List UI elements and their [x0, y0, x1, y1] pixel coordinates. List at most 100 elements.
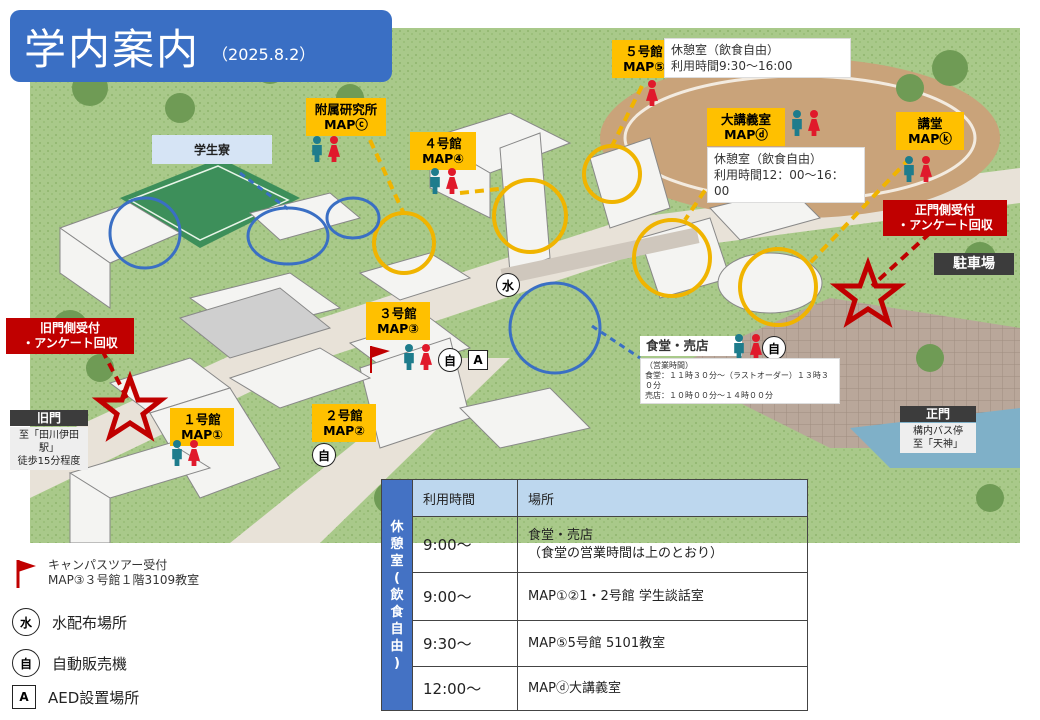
lecture-hall-circle	[632, 218, 712, 298]
vending-machine-icon: 自	[12, 649, 40, 677]
schedule-time: 9:00～	[412, 572, 518, 621]
page-date: （2025.8.2）	[212, 45, 316, 64]
aed-icon: A	[468, 350, 488, 370]
building-map-number: MAP①	[181, 427, 223, 442]
female-toilet-icon	[187, 440, 201, 466]
info-line: 利用時間9:30〜16:00	[671, 59, 793, 73]
table-row: 9:00～ MAP①②1・2号館 学生談話室	[382, 572, 808, 621]
reception-line: ・アンケート回収	[22, 336, 118, 350]
building-map-number: MAPⓒ	[324, 117, 368, 132]
building-map-number: MAP②	[323, 423, 365, 438]
vending-machine-icon: 自	[438, 348, 462, 372]
info-line: 休憩室（飲食自由）	[714, 152, 823, 166]
gate-note-line: 至「田川伊田駅」	[19, 430, 79, 454]
toilet-icons-5	[645, 80, 659, 106]
male-toilet-icon	[732, 334, 746, 360]
building-name: １号館	[183, 412, 221, 427]
legend-text: AED設置場所	[48, 688, 140, 707]
female-toilet-icon	[919, 156, 933, 182]
legend-item-tour: キャンパスツアー受付 MAP③３号館１階3109教室	[12, 558, 199, 588]
dorm-label: 学生寮	[152, 135, 272, 164]
male-toilet-icon	[402, 344, 416, 370]
building-label-1: １号館 MAP①	[170, 408, 234, 446]
tour-flag-icon	[370, 346, 390, 373]
legend-item-water: 水 水配布場所	[12, 608, 127, 636]
info-line: 休憩室（飲食自由）	[671, 43, 780, 57]
legend-item-vending: 自 自動販売機	[12, 649, 127, 677]
lecture-rest-info: 休憩室（飲食自由） 利用時間12：00〜16：00	[707, 147, 865, 203]
schedule-place: MAP⑤5号館 5101教室	[517, 620, 808, 667]
place-line: 食堂・売店	[528, 527, 594, 543]
building-name: 大講義室	[720, 112, 771, 127]
male-toilet-icon	[170, 440, 184, 466]
page-title: 学内案内	[24, 24, 201, 74]
building-label-lecture: 大講義室 MAPⓓ	[707, 108, 785, 146]
male-toilet-icon	[428, 168, 442, 194]
building-name: ３号館	[379, 306, 417, 321]
table-row: 9:30～ MAP⑤5号館 5101教室	[382, 620, 808, 667]
building-name: 附属研究所	[314, 102, 378, 117]
place-line: （食堂の営業時間は上のとおり）	[528, 545, 724, 561]
building-map-number: MAP④	[422, 151, 464, 166]
toilet-icons-1	[170, 440, 201, 466]
building-name: ５号館	[625, 44, 663, 59]
female-toilet-icon	[419, 344, 433, 370]
female-toilet-icon	[645, 80, 659, 106]
male-toilet-icon	[790, 110, 804, 136]
old-gate-note: 至「田川伊田駅」 徒歩15分程度	[10, 427, 88, 470]
schedule-place: MAP①②1・2号館 学生談話室	[517, 572, 808, 621]
water-icon: 水	[496, 273, 520, 297]
bldg5-rest-info: 休憩室（飲食自由） 利用時間9:30〜16:00	[664, 38, 851, 78]
building-label-2: ２号館 MAP②	[312, 404, 376, 442]
schedule-place: 食堂・売店 （食堂の営業時間は上のとおり）	[517, 516, 808, 573]
gate-note-line: 至「天神」	[913, 439, 963, 450]
schedule-header-place: 場所	[517, 479, 808, 517]
main-gate-label: 正門	[900, 406, 976, 422]
schedule-time: 9:30～	[412, 620, 518, 667]
table-row: 9:00～ 食堂・売店 （食堂の営業時間は上のとおり）	[382, 516, 808, 573]
old-gate-reception: 旧門側受付 ・アンケート回収	[6, 318, 134, 354]
schedule-time: 9:00～	[412, 516, 518, 573]
title-bar: 学内案内 （2025.8.2）	[10, 10, 392, 82]
main-gate-note: 構内バス停 至「天神」	[900, 423, 976, 453]
water-icon: 水	[12, 608, 40, 636]
schedule-time: 12:00～	[412, 666, 518, 711]
building-name: ２号館	[325, 408, 363, 423]
info-line: 売店：１０時００分～１４時００分	[645, 391, 773, 400]
building-label-3: ３号館 MAP③	[366, 302, 430, 340]
toilet-icons-research	[310, 136, 341, 162]
toilet-icons-auditorium	[902, 156, 933, 182]
toilet-icons-3	[402, 344, 433, 370]
parking-label: 駐車場	[934, 253, 1014, 275]
table-row: 12:00～ MAPⓓ大講義室	[382, 666, 808, 711]
female-toilet-icon	[327, 136, 341, 162]
gate-note-line: 構内バス停	[913, 426, 963, 437]
reception-line: ・アンケート回収	[897, 218, 993, 232]
building-label-auditorium: 講堂 MAPⓚ	[896, 112, 964, 150]
legend-line: MAP③３号館１階3109教室	[48, 573, 200, 587]
vending-machine-icon: 自	[312, 443, 336, 467]
info-line: 利用時間12：00〜16：00	[714, 168, 844, 198]
main-gate-reception: 正門側受付 ・アンケート回収	[883, 200, 1007, 236]
toilet-icons-cafeteria	[732, 334, 763, 360]
legend-text: 水配布場所	[52, 613, 128, 632]
red-flag-icon	[16, 560, 36, 588]
building-name: 講堂	[917, 116, 943, 131]
reception-line: 旧門側受付	[39, 321, 100, 335]
building-label-4: ４号館 MAP④	[410, 132, 476, 170]
building-map-number: MAP③	[377, 321, 419, 336]
reception-line: 正門側受付	[914, 203, 975, 217]
old-gate-label: 旧門	[10, 410, 88, 426]
male-toilet-icon	[310, 136, 324, 162]
vending-machine-icon: 自	[762, 336, 786, 360]
gate-note-line: 徒歩15分程度	[17, 456, 81, 467]
info-line: 食堂：１１時３０分～（ラストオーダー）１３時３０分	[645, 371, 829, 390]
schedule-place: MAPⓓ大講義室	[517, 666, 808, 711]
rest-area-schedule-table: 休憩室(飲食自由) 利用時間 場所 9:00～ 食堂・売店 （食堂の営業時間は上…	[381, 479, 808, 711]
female-toilet-icon	[807, 110, 821, 136]
legend-text: キャンパスツアー受付 MAP③３号館１階3109教室	[48, 558, 199, 588]
legend-item-aed: A AED設置場所	[12, 685, 139, 709]
auditorium-circle	[738, 247, 818, 327]
female-toilet-icon	[445, 168, 459, 194]
legend-line: キャンパスツアー受付	[48, 558, 168, 572]
